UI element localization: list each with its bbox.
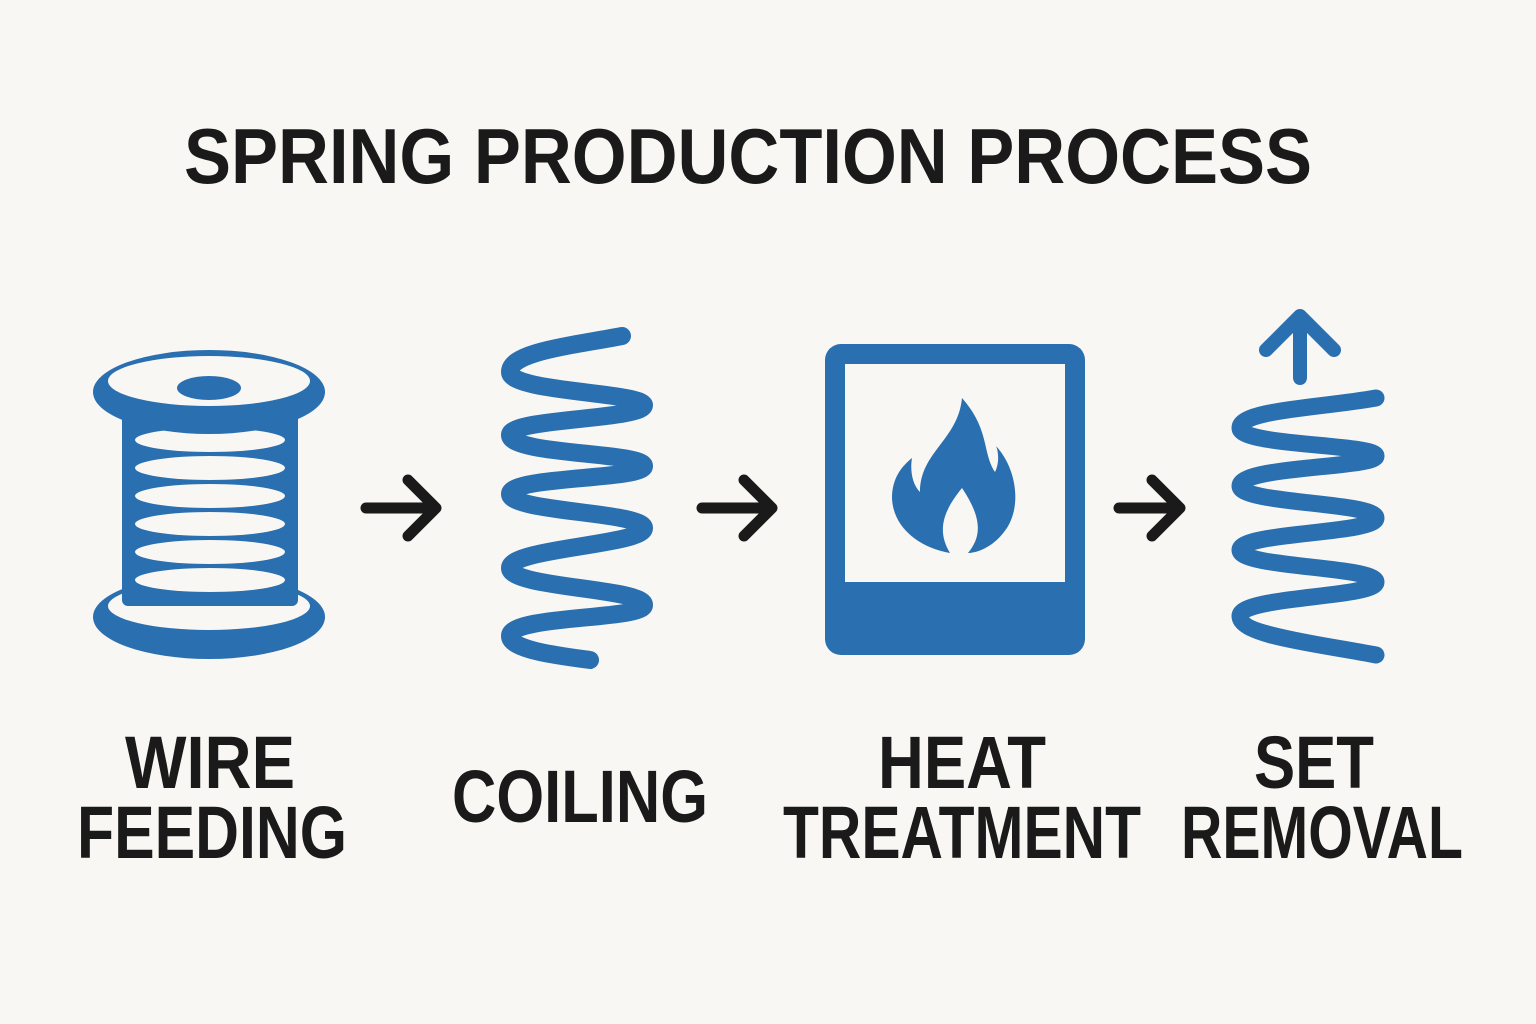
up-arrow-icon (1259, 309, 1341, 385)
step-label-heat: HEAT (878, 721, 1046, 804)
step-label-treatment: TREATMENT (783, 791, 1141, 874)
wire-spool-icon (93, 350, 325, 659)
coil-spring-icon (501, 327, 653, 669)
arrow-right-icon (360, 474, 442, 542)
flame-icon (892, 398, 1016, 553)
arrow-right-icon (1113, 474, 1186, 542)
furnace-flame-icon (825, 344, 1085, 655)
diagram-title: SPRING PRODUCTION PROCESS (184, 112, 1312, 200)
arrow-right-icon (696, 474, 778, 542)
step-label-set: SET (1254, 721, 1374, 804)
step-label-removal: REMOVAL (1181, 791, 1463, 874)
step-label-wire: WIRE (125, 721, 295, 804)
spring-up-arrow-icon (1231, 309, 1385, 664)
step-label-coiling: COILING (452, 755, 708, 838)
step-label-feeding: FEEDING (77, 791, 347, 874)
